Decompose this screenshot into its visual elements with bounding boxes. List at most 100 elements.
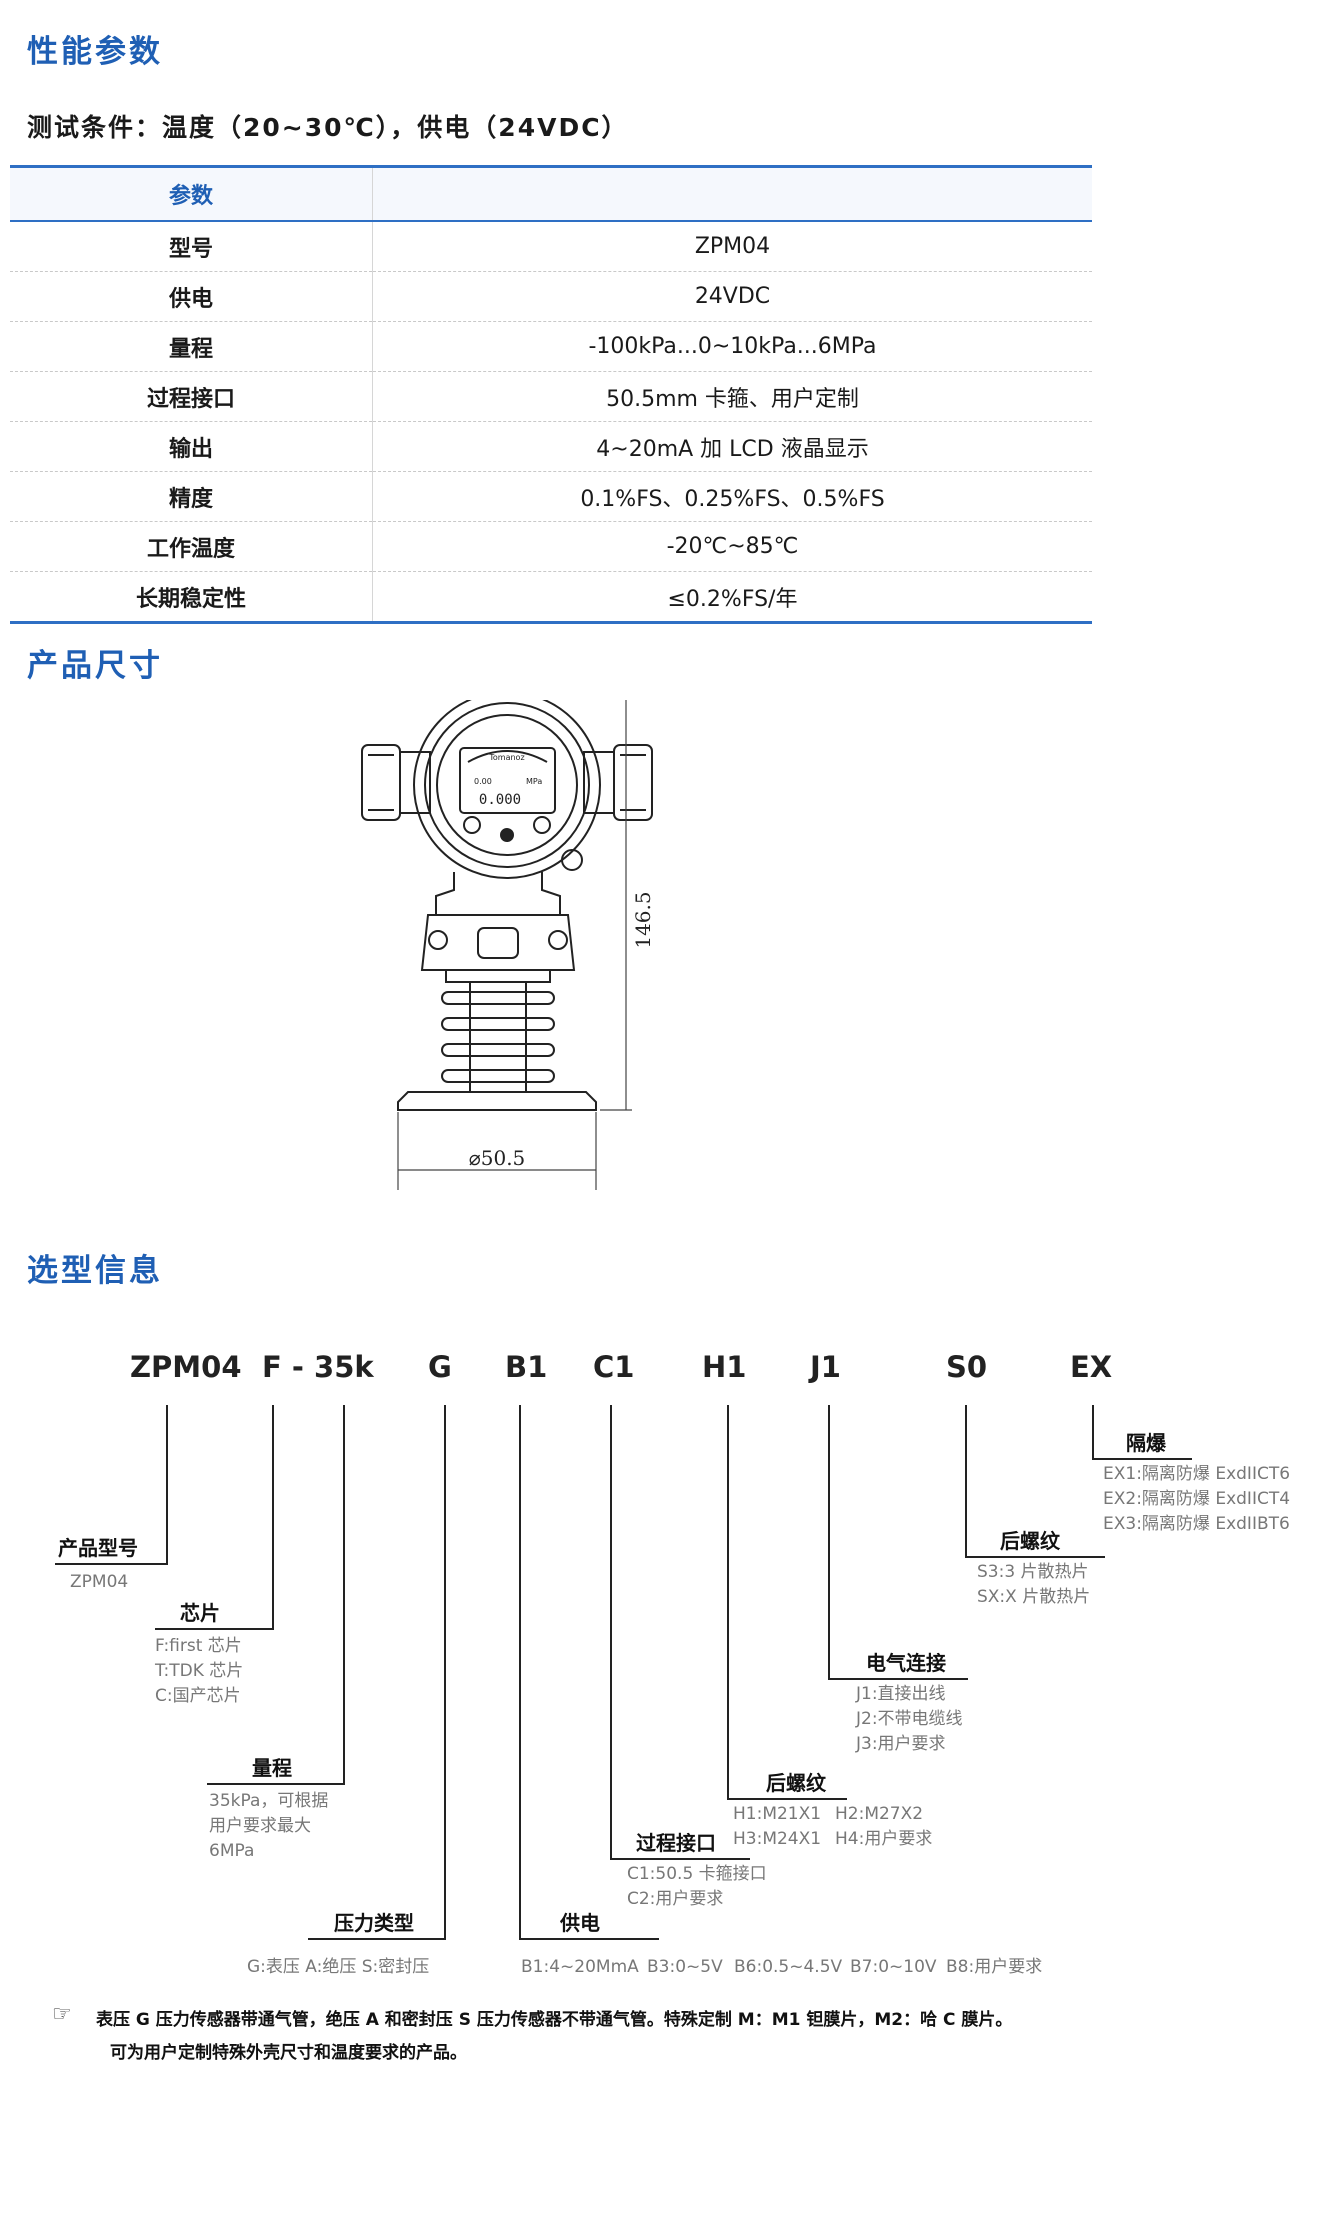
option-range: 6MPa <box>209 1841 255 1861</box>
connector-line <box>610 1405 612 1860</box>
connector-line <box>444 1405 446 1940</box>
dimension-drawing: 0.000 0.00 MPa Tomanoz 146.5 ⌀50.5 <box>361 700 655 1190</box>
spec-header-param: 参数 <box>10 165 373 222</box>
option-explosion: EX3:隔离防爆 ExdIIBT6 <box>1103 1514 1290 1534</box>
connector-line <box>308 1938 446 1940</box>
dimension-diameter-label: ⌀50.5 <box>469 1146 526 1170</box>
connector-line <box>166 1405 168 1565</box>
connector-line <box>828 1405 830 1680</box>
spec-param: 工作温度 <box>10 521 373 572</box>
spec-param: 量程 <box>10 321 373 372</box>
option-power: B3:0~5V <box>647 1957 723 1977</box>
table-row: 长期稳定性 ≤0.2%FS/年 <box>10 571 1092 624</box>
option-heatsink: S3:3 片散热片 <box>977 1562 1089 1582</box>
connector-line <box>828 1678 968 1680</box>
spec-param: 长期稳定性 <box>10 571 373 624</box>
spec-param: 精度 <box>10 471 373 522</box>
spec-value: 4~20mA 加 LCD 液晶显示 <box>372 421 1092 472</box>
option-range: 用户要求最大 <box>209 1816 311 1836</box>
table-row: 过程接口 50.5mm 卡箍、用户定制 <box>10 371 1092 422</box>
code-part-model: ZPM04 <box>130 1350 242 1384</box>
spec-table-header: 参数 <box>10 165 1092 222</box>
option-model: ZPM04 <box>70 1572 129 1592</box>
code-part-power: B1 <box>505 1350 548 1384</box>
table-row: 量程 -100kPa...0~10kPa...6MPa <box>10 321 1092 372</box>
code-part-pressure-type: G <box>428 1350 452 1384</box>
code-part-electrical: J1 <box>810 1350 841 1384</box>
spec-param: 输出 <box>10 421 373 472</box>
spec-value: ZPM04 <box>372 221 1092 272</box>
connector-line <box>965 1405 967 1558</box>
dimension-height-label: 146.5 <box>631 891 655 948</box>
connector-line <box>727 1405 729 1800</box>
option-power: B1:4~20MmA <box>521 1957 639 1977</box>
spec-header-value <box>372 165 1092 222</box>
spec-param: 供电 <box>10 271 373 322</box>
lcd-right-readout: MPa <box>526 777 542 786</box>
connector-line <box>519 1938 659 1940</box>
spec-value: 50.5mm 卡箍、用户定制 <box>372 371 1092 422</box>
spec-table: 参数 型号 ZPM04 供电 24VDC 量程 -100kPa...0~10kP… <box>10 165 1092 624</box>
code-part-process: C1 <box>593 1350 635 1384</box>
option-thread: H3:M24X1 <box>733 1829 822 1849</box>
option-chip: F:first 芯片 <box>155 1636 242 1656</box>
spec-value: 0.1%FS、0.25%FS、0.5%FS <box>372 471 1092 522</box>
spec-value: ≤0.2%FS/年 <box>372 571 1092 624</box>
option-chip: C:国产芯片 <box>155 1686 241 1706</box>
section-title-performance: 性能参数 <box>27 34 163 70</box>
connector-line <box>272 1405 274 1630</box>
group-title-electrical: 电气连接 <box>866 1651 946 1675</box>
connector-line <box>610 1858 750 1860</box>
group-title-heatsink: 后螺纹 <box>1000 1529 1060 1553</box>
table-row: 工作温度 -20℃~85℃ <box>10 521 1092 572</box>
connector-line <box>343 1405 345 1785</box>
connector-line <box>1092 1405 1094 1460</box>
table-row: 输出 4~20mA 加 LCD 液晶显示 <box>10 421 1092 472</box>
option-thread: H1:M21X1 <box>733 1804 822 1824</box>
option-thread: H2:M27X2 <box>835 1804 924 1824</box>
connector-line <box>727 1798 847 1800</box>
option-power: B7:0~10V <box>850 1957 937 1977</box>
lcd-left-readout: 0.00 <box>474 777 492 786</box>
connector-line <box>155 1628 274 1630</box>
spec-param: 型号 <box>10 221 373 272</box>
table-row: 精度 0.1%FS、0.25%FS、0.5%FS <box>10 471 1092 522</box>
option-pressure-type: G:表压 A:绝压 S:密封压 <box>247 1957 430 1977</box>
group-title-chip: 芯片 <box>180 1601 220 1625</box>
spec-value: -100kPa...0~10kPa...6MPa <box>372 321 1092 372</box>
note-line: 表压 G 压力传感器带通气管，绝压 A 和密封压 S 压力传感器不带通气管。特殊… <box>96 2010 1013 2030</box>
section-title-selection: 选型信息 <box>27 1253 163 1289</box>
code-part-explosion: EX <box>1070 1350 1113 1384</box>
group-title-power: 供电 <box>560 1911 600 1935</box>
pointing-hand-icon: ☞ <box>52 2002 72 2027</box>
spec-param: 过程接口 <box>10 371 373 422</box>
code-part-thread: H1 <box>702 1350 747 1384</box>
option-process: C2:用户要求 <box>627 1889 724 1909</box>
option-process: C1:50.5 卡箍接口 <box>627 1864 767 1884</box>
table-row: 型号 ZPM04 <box>10 221 1092 272</box>
note-line: 可为用户定制特殊外壳尺寸和温度要求的产品。 <box>110 2043 467 2063</box>
option-chip: T:TDK 芯片 <box>155 1661 244 1681</box>
spec-value: -20℃~85℃ <box>372 521 1092 572</box>
connector-line <box>207 1783 345 1785</box>
option-power: B8:用户要求 <box>946 1957 1043 1977</box>
connector-line <box>965 1556 1105 1558</box>
section-title-dimensions: 产品尺寸 <box>27 648 163 684</box>
option-electrical: J2:不带电缆线 <box>856 1709 963 1729</box>
lcd-main-readout: 0.000 <box>479 792 521 808</box>
option-thread: H4:用户要求 <box>835 1829 933 1849</box>
option-electrical: J1:直接出线 <box>856 1684 946 1704</box>
spec-value: 24VDC <box>372 271 1092 322</box>
option-electrical: J3:用户要求 <box>856 1734 946 1754</box>
code-part-heatsink: S0 <box>946 1350 988 1384</box>
option-explosion: EX2:隔离防爆 ExdIICT4 <box>1103 1489 1291 1509</box>
group-title-range: 量程 <box>252 1756 292 1780</box>
connector-line <box>1092 1458 1192 1460</box>
connector-line <box>55 1563 168 1565</box>
option-explosion: EX1:隔离防爆 ExdIICT6 <box>1103 1464 1291 1484</box>
brand-logo-text: Tomanoz <box>488 753 524 762</box>
code-part-chip-range: F - 35k <box>262 1350 374 1384</box>
option-heatsink: SX:X 片散热片 <box>977 1587 1091 1607</box>
group-title-process: 过程接口 <box>636 1831 716 1855</box>
group-title-thread: 后螺纹 <box>766 1771 826 1795</box>
